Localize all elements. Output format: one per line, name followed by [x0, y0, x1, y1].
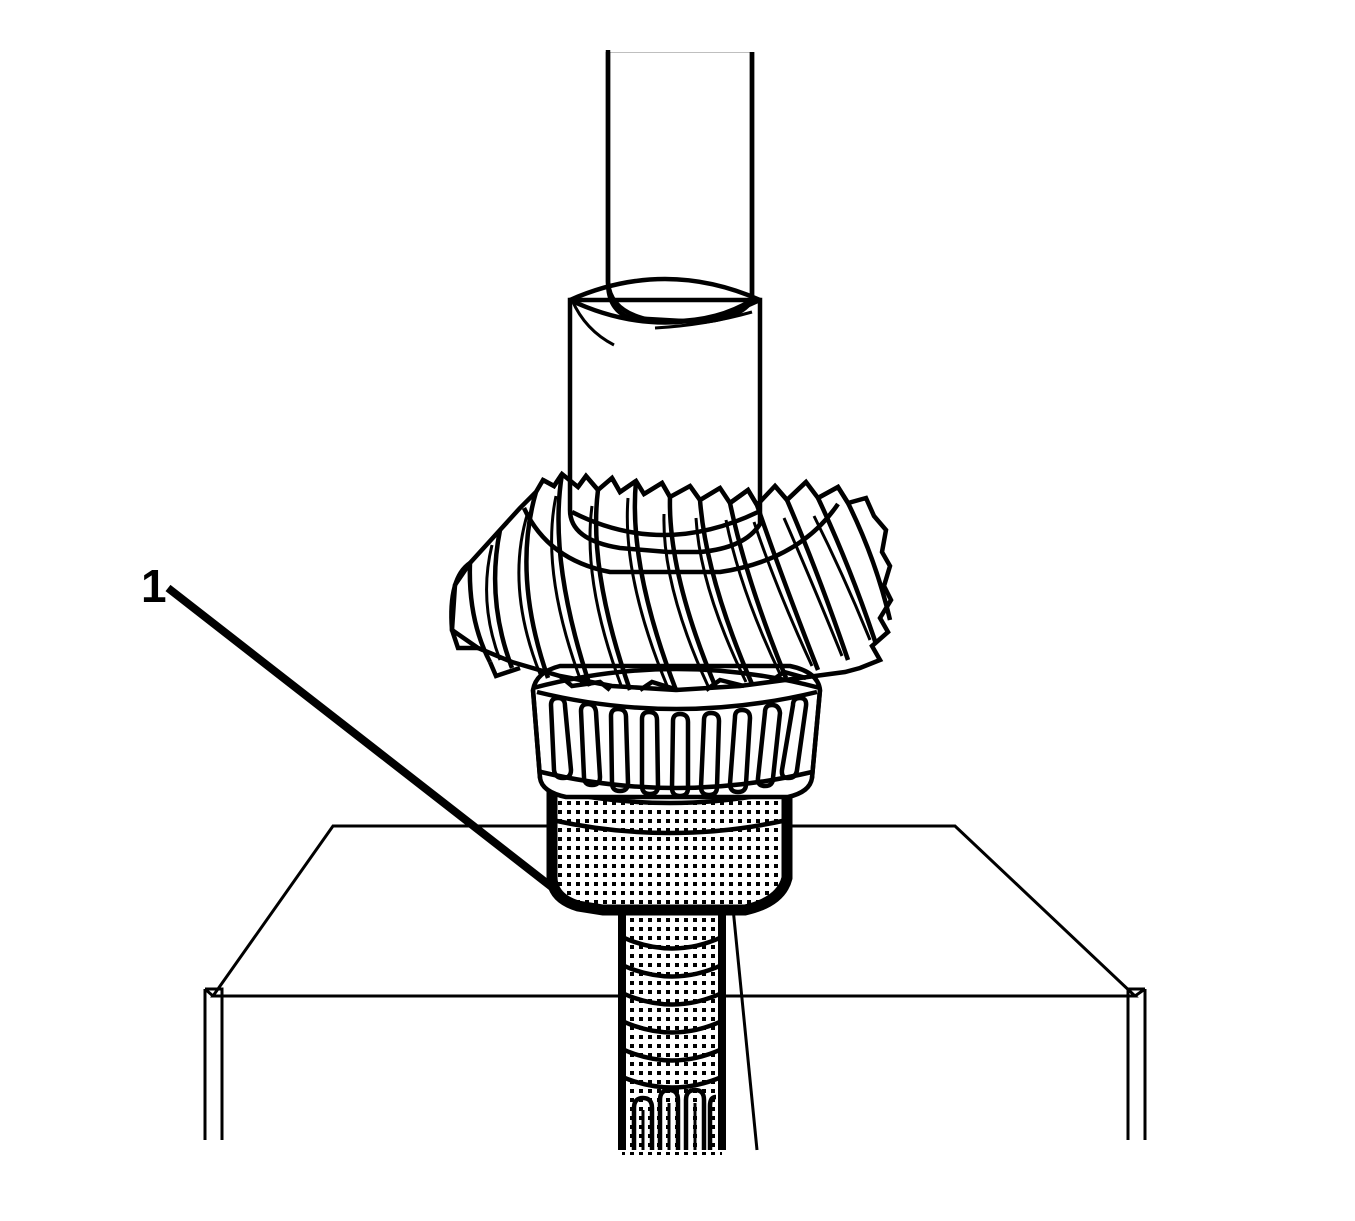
- callout-1: 1: [141, 560, 556, 892]
- press-ram-shaft: [604, 0, 756, 325]
- bevel-gear-left-flank: [449, 561, 521, 679]
- press-table-slot-edge: [731, 907, 759, 1151]
- callout-1-leader-line: [165, 584, 556, 892]
- callout-1-label: 1: [141, 560, 167, 612]
- bevel-gear-bottom-crests: [558, 669, 807, 693]
- press-table-left-leg: [203, 987, 224, 1140]
- thread-turns: [622, 932, 722, 1090]
- bearing-cage-bottom-rim: [540, 769, 813, 791]
- bearing-cage-left-pillar: [530, 689, 543, 779]
- threaded-shaft: [618, 905, 759, 1155]
- pinion-shaft-cylinder: [567, 297, 763, 555]
- bearing-cage-top-rim: [536, 689, 818, 712]
- bevel-gear-teeth-shading: [485, 495, 872, 689]
- splined-shaft-end: [631, 1087, 717, 1150]
- press-table-right-leg: [1126, 987, 1147, 1140]
- roller-bearing-cage: [530, 663, 823, 800]
- bevel-gear-teeth-front: [467, 473, 893, 691]
- press-table-chamfer-right: [1134, 987, 1146, 998]
- bearing-cage-slots: [548, 695, 809, 799]
- bevel-gear-crest-notches: [541, 472, 850, 507]
- bearing-sleeve-ring-2: [551, 817, 788, 836]
- spiral-bevel-gear: [449, 470, 894, 693]
- press-table-chamfer-left: [204, 987, 214, 998]
- pinion-shaft-top-ellipse-back: [569, 276, 761, 303]
- pinion-shaft-bottom-arc: [570, 509, 759, 538]
- bevel-gear-inner-collar: [521, 502, 840, 575]
- bearing-cage-right-pillar: [809, 689, 823, 779]
- press-ram-bottom-arc: [605, 281, 754, 324]
- pinion-shaft-highlight-left: [570, 299, 615, 347]
